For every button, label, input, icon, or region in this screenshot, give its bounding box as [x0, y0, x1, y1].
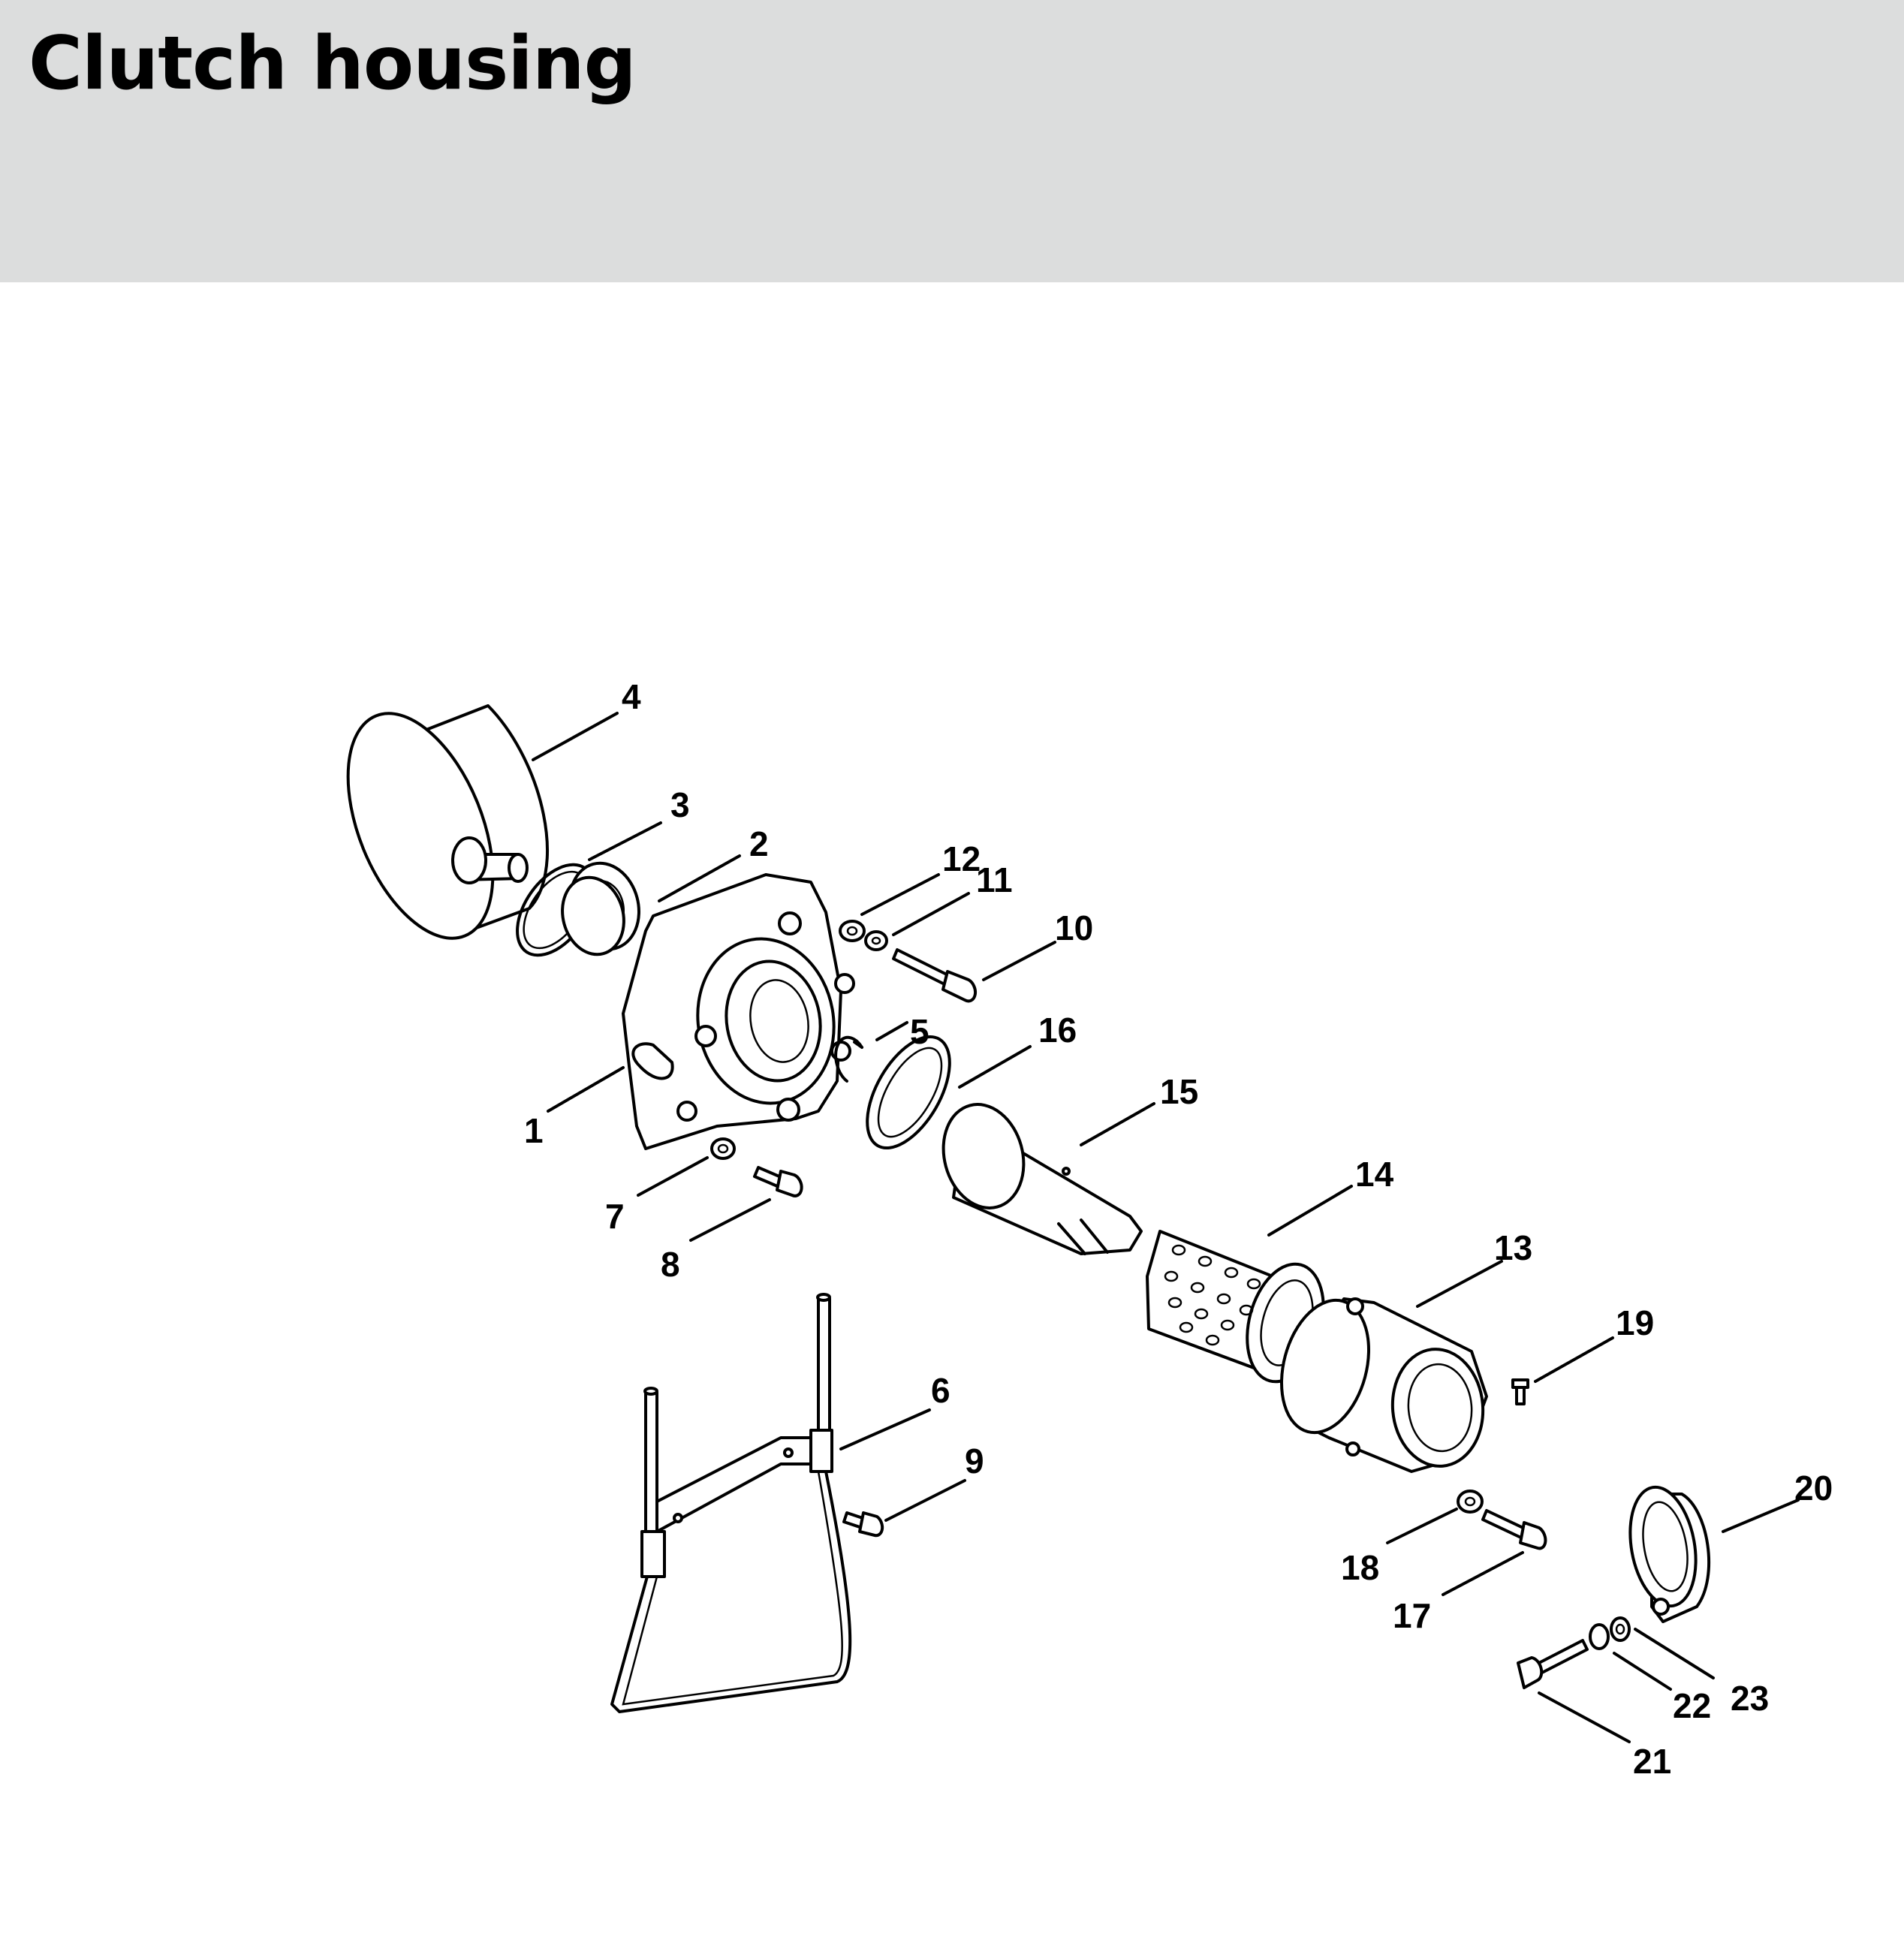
callout-11: 11 [976, 860, 1013, 899]
callout-4: 4 [622, 677, 641, 716]
part-12-washer [839, 920, 866, 942]
part-1-clutch-housing [622, 873, 855, 1150]
leader-21 [1538, 1691, 1631, 1743]
part-21-screw [1517, 1639, 1589, 1689]
callout-10: 10 [1055, 908, 1093, 947]
part-13-gear-housing [1279, 1297, 1488, 1473]
leader-4 [532, 712, 619, 761]
callout-19: 19 [1616, 1303, 1654, 1342]
callout-21: 21 [1633, 1742, 1671, 1781]
callout-14: 14 [1355, 1155, 1394, 1194]
callout-7: 7 [605, 1197, 625, 1236]
leader-12 [860, 873, 940, 916]
leader-19 [1534, 1336, 1614, 1383]
callout-labels: 4 3 2 12 11 10 5 16 1 7 8 15 14 13 19 6 … [524, 677, 1833, 1781]
part-10-screw [892, 948, 977, 1003]
part-17-screw [1481, 1509, 1547, 1550]
leader-17 [1442, 1551, 1524, 1596]
leader-15 [1080, 1102, 1155, 1146]
part-4-clutch-drum [346, 704, 549, 940]
callout-6: 6 [931, 1371, 950, 1410]
part-20-clamp [1628, 1485, 1711, 1623]
callout-22: 22 [1673, 1686, 1711, 1725]
callout-18: 18 [1341, 1548, 1379, 1587]
leader-6 [839, 1408, 931, 1450]
leader-22 [1613, 1652, 1672, 1691]
leader-23 [1634, 1628, 1715, 1679]
part-6-handle-bracket [610, 1293, 852, 1713]
leader-13 [1416, 1260, 1503, 1308]
leader-10 [982, 941, 1056, 981]
leader-7 [637, 1156, 709, 1197]
part-5-circlip [834, 1035, 863, 1083]
leader-16 [958, 1045, 1032, 1089]
leader-2 [658, 854, 741, 902]
leader-20 [1722, 1499, 1800, 1533]
part-8-screw [753, 1166, 803, 1197]
part-16-ring [866, 1035, 951, 1150]
part-15-sleeve [941, 1103, 1143, 1255]
leader-8 [689, 1198, 771, 1242]
callout-23: 23 [1731, 1679, 1769, 1718]
part-2-ball-bearing [561, 861, 640, 956]
part-11-lock-washer [864, 930, 888, 951]
part-19-screw [1511, 1378, 1529, 1405]
leader-5 [875, 1021, 908, 1041]
callout-9: 9 [965, 1441, 984, 1481]
part-9-screw [842, 1511, 884, 1538]
part-7-nut [710, 1137, 736, 1160]
callout-8: 8 [661, 1245, 680, 1284]
callout-20: 20 [1794, 1468, 1833, 1508]
page-title: Clutch housing [29, 21, 637, 107]
part-23-washer [1610, 1616, 1631, 1642]
leader-18 [1386, 1508, 1458, 1544]
leader-3 [588, 821, 662, 861]
callout-17: 17 [1393, 1596, 1431, 1635]
callout-13: 13 [1494, 1228, 1532, 1267]
callout-12: 12 [942, 839, 981, 878]
callout-16: 16 [1038, 1011, 1077, 1050]
callout-3: 3 [670, 785, 690, 824]
callout-15: 15 [1160, 1072, 1198, 1111]
leader-1 [547, 1066, 625, 1113]
part-18-washer [1457, 1490, 1484, 1514]
leader-11 [892, 892, 970, 936]
leader-9 [884, 1479, 966, 1522]
leader-14 [1267, 1185, 1353, 1237]
callout-5: 5 [910, 1012, 929, 1051]
callout-2: 2 [749, 824, 769, 863]
header-bar: Clutch housing [0, 0, 1904, 282]
part-22-washer [1589, 1623, 1610, 1650]
callout-1: 1 [524, 1111, 544, 1150]
leader-lines [532, 712, 1800, 1743]
